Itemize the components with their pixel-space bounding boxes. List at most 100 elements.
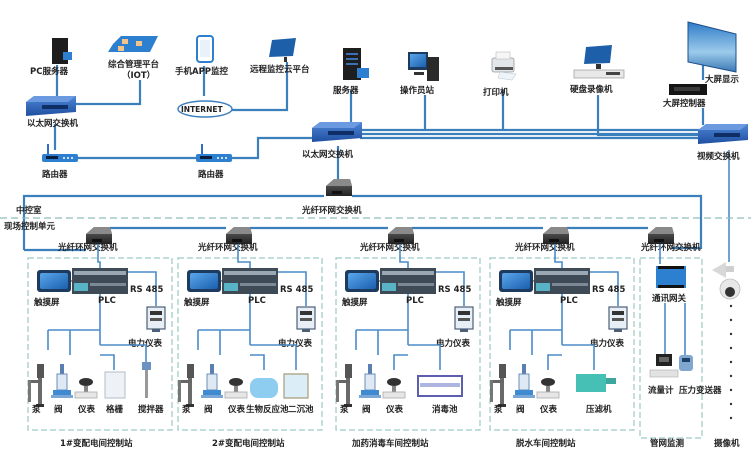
field-device[interactable]: 消毒池 xyxy=(417,375,463,415)
valve-icon xyxy=(358,363,382,399)
field-device[interactable]: 格栅 xyxy=(104,371,126,415)
router-mid-label: 路由器 xyxy=(198,169,224,180)
pressure-transmitter-label: 压力变送器 xyxy=(679,385,722,396)
rs485-link xyxy=(278,271,307,306)
field-device[interactable]: 泵 xyxy=(336,364,352,415)
touchscreen-label: 触摸屏 xyxy=(495,297,522,308)
plc-icon xyxy=(72,268,128,294)
pressure-transmitter-icon xyxy=(679,355,693,371)
fiber-ring-switch-core[interactable]: 光纤环网交换机 xyxy=(301,179,362,216)
gateway-icon xyxy=(656,266,686,288)
device-links-right xyxy=(100,344,147,370)
ethernet-switch-left-label: 以太网交换机 xyxy=(27,118,79,129)
pipe-network-station[interactable]: 光纤环网交换机 通讯网关 流量计 压力变送器 管网监测 xyxy=(639,227,722,449)
field-device[interactable]: 仪表 xyxy=(224,377,248,415)
field-device[interactable]: 搅拌器 xyxy=(138,362,164,415)
field-device[interactable]: 二沉池 xyxy=(283,373,314,415)
field-device[interactable]: 仪表 xyxy=(536,377,560,415)
field-device[interactable]: 压滤机 xyxy=(576,374,616,415)
pc-server-label: PC服务器 xyxy=(30,66,68,77)
equipment-icon xyxy=(417,375,463,397)
device-label: 泵 xyxy=(32,404,41,415)
nvr-icon xyxy=(573,45,625,79)
field-device[interactable]: 仪表 xyxy=(382,377,406,415)
internet-label: INTERNET xyxy=(181,105,223,114)
power-meter-label: 电力仪表 xyxy=(590,338,625,349)
video-wall[interactable]: 大屏显示 xyxy=(687,21,740,85)
camera-chain[interactable]: 摄像机 xyxy=(712,262,741,449)
touchscreen-label: 触摸屏 xyxy=(341,297,368,308)
field-device[interactable]: 泵 xyxy=(28,364,44,415)
camera-continuation-dots xyxy=(729,304,733,420)
fiber-switch-icon xyxy=(543,227,569,244)
field-device[interactable]: 阀 xyxy=(50,363,74,415)
pump-icon xyxy=(28,364,44,407)
touchscreen-label: 触摸屏 xyxy=(33,297,60,308)
mobile-app-label: 手机APP监控 xyxy=(175,66,229,77)
mobile-app-monitor[interactable]: 手机APP监控 xyxy=(175,35,229,77)
ethernet-switch-left[interactable]: 以太网交换机 xyxy=(26,96,79,129)
monitor-icon xyxy=(269,38,296,62)
field-device[interactable]: 阀 xyxy=(200,363,224,415)
field-device[interactable]: 泵 xyxy=(178,364,194,415)
field-device[interactable]: 阀 xyxy=(358,363,382,415)
server[interactable]: 服务器 xyxy=(333,48,369,96)
internet-cloud: INTERNET xyxy=(177,100,233,118)
instrument-icon xyxy=(224,377,248,399)
operator-station[interactable]: 操作员站 xyxy=(400,52,439,96)
equipment-icon xyxy=(142,362,151,398)
ethernet-switch-icon xyxy=(698,124,748,144)
fiber-switch-icon xyxy=(226,227,252,244)
video-switch[interactable]: 视频交换机 xyxy=(697,124,748,162)
power-meter-icon xyxy=(608,306,628,333)
ethernet-switch-main[interactable]: 以太网交换机 xyxy=(302,122,362,160)
rs485-link xyxy=(128,271,157,306)
station-uplink xyxy=(554,244,563,270)
router-left[interactable]: 路由器 xyxy=(41,143,79,180)
equipment-icon xyxy=(283,373,309,399)
remote-cloud-platform[interactable]: 远程监控云平台 xyxy=(250,38,310,75)
valve-icon xyxy=(512,363,536,399)
field-device[interactable]: 仪表 xyxy=(74,377,98,415)
wall-controller[interactable]: 大屏控制器 xyxy=(663,84,707,109)
nvr[interactable]: 硬盘录像机 xyxy=(570,45,625,95)
station-border xyxy=(335,257,481,431)
camera-label: 摄像机 xyxy=(714,438,740,449)
platform-dashboard-icon xyxy=(108,36,158,52)
device-label: 消毒池 xyxy=(432,404,458,415)
rs485-link xyxy=(436,271,465,306)
field-device[interactable]: 生物反应池 xyxy=(246,378,289,415)
station-switch-label: 光纤环网交换机 xyxy=(57,242,118,253)
ptz-camera-icon xyxy=(712,262,741,300)
station-border xyxy=(27,257,173,431)
rs485-link xyxy=(590,271,619,306)
station-title: 加药消毒车间控制站 xyxy=(351,438,429,449)
equipment-icon xyxy=(104,371,126,399)
router-mid[interactable]: 路由器 xyxy=(195,143,233,180)
plc-label: PLC xyxy=(98,296,116,306)
plc-label: PLC xyxy=(248,296,266,306)
device-label: 仪表 xyxy=(77,404,96,415)
station-title: 1#变配电间控制站 xyxy=(60,438,133,449)
iot-platform-sublabel: （IOT） xyxy=(122,70,155,81)
device-label: 阀 xyxy=(516,404,525,415)
zone-label-control-room: 中控室 xyxy=(16,205,42,216)
plc-label: PLC xyxy=(560,296,578,306)
controller-box-icon xyxy=(669,84,707,95)
device-label: 搅拌器 xyxy=(138,404,164,415)
touchscreen-icon xyxy=(499,270,533,292)
printer[interactable]: 打印机 xyxy=(483,51,517,98)
pc-server[interactable]: PC服务器 xyxy=(30,38,72,77)
instrument-icon xyxy=(74,377,98,399)
device-links-left xyxy=(355,329,408,355)
station-border xyxy=(639,257,703,439)
field-device[interactable]: 泵 xyxy=(490,364,506,415)
device-label: 阀 xyxy=(362,404,371,415)
iot-platform[interactable]: 综合管理平台 （IOT） xyxy=(108,36,160,81)
cloud-platform-label: 远程监控云平台 xyxy=(250,64,310,75)
field-device[interactable]: 阀 xyxy=(512,363,536,415)
